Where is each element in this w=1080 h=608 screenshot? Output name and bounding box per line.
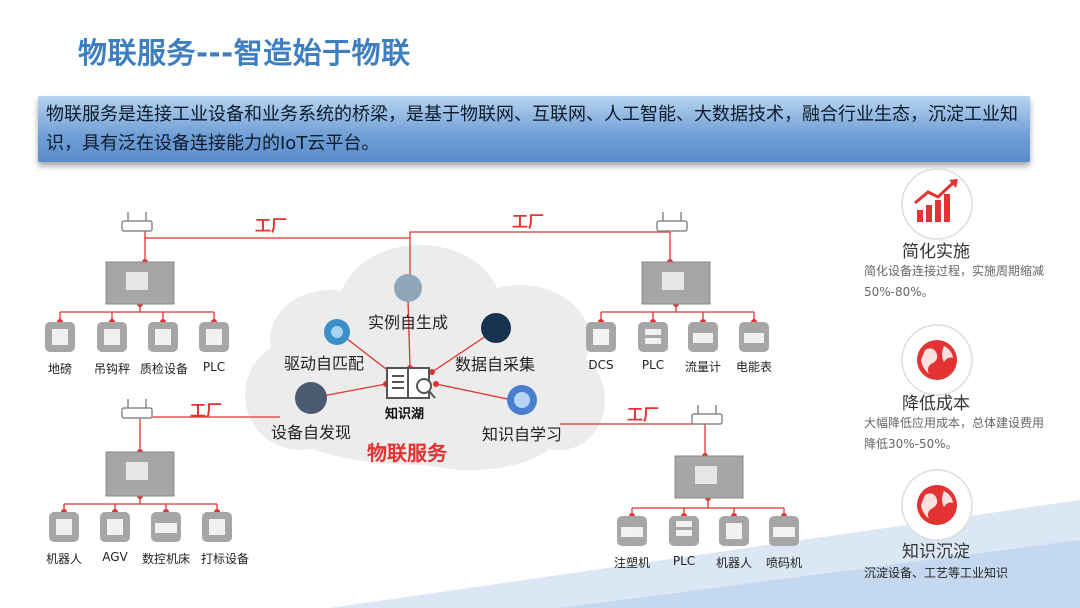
device-label: DCS	[588, 358, 614, 372]
factory-label: 工厂	[627, 405, 660, 424]
device-label: 喷码机	[765, 556, 802, 570]
factory-label: 工厂	[255, 216, 288, 235]
node-label-discover: 设备自发现	[271, 423, 352, 442]
node-photo-icon	[481, 313, 511, 343]
intro-banner: 物联服务是连接工业设备和业务系统的桥梁，是基于物联网、互联网、人工智能、大数据技…	[38, 96, 1030, 162]
cloud-node-icons	[295, 274, 537, 415]
node-photo-icon	[295, 382, 327, 414]
globe-icon	[917, 340, 957, 380]
device-label: 质检设备	[139, 362, 188, 376]
device-label: 地磅	[47, 362, 72, 376]
gateway-box	[674, 455, 744, 499]
feature-title: 知识沉淀	[902, 542, 970, 562]
connector-lines	[59, 230, 785, 516]
device-label: 打标设备	[200, 552, 249, 566]
gateway-box	[641, 261, 711, 305]
device-label: 数控机床	[141, 552, 190, 566]
device-label: 机器人	[715, 556, 752, 570]
hub-label: 知识湖	[385, 407, 425, 422]
growth-chart-icon	[914, 179, 958, 222]
page-title: 物联服务---智造始于物联	[78, 36, 411, 70]
node-label-learn: 知识自学习	[482, 425, 563, 444]
gateway-box	[105, 261, 175, 305]
node-label-data: 数据自采集	[455, 355, 536, 374]
device-label: 吊钩秤	[93, 362, 130, 376]
feature-title: 简化实施	[902, 242, 970, 262]
device-label: PLC	[202, 360, 226, 374]
feature-desc: 大幅降低应用成本，总体建设费用降低30%-50%。	[864, 416, 1045, 451]
feature-title: 降低成本	[902, 394, 970, 414]
router-icon	[691, 405, 723, 425]
router-icon	[656, 212, 688, 232]
node-photo-icon	[394, 274, 422, 302]
router-icon	[121, 399, 153, 419]
gateway-box	[105, 451, 175, 497]
device-label: AGV	[102, 550, 128, 564]
node-label-instance: 实例自生成	[368, 313, 449, 332]
feature-desc: 简化设备连接过程，实施周期缩减50%-80%。	[864, 264, 1045, 299]
cloud-title: 物联服务	[367, 441, 447, 465]
device-label: PLC	[641, 358, 665, 372]
intro-text: 物联服务是连接工业设备和业务系统的桥梁，是基于物联网、互联网、人工智能、大数据技…	[46, 104, 1018, 154]
factory-label: 工厂	[190, 401, 223, 420]
device-label: 流量计	[684, 360, 721, 374]
node-label-driver: 驱动自匹配	[284, 354, 365, 373]
router-icon	[121, 212, 153, 232]
globe-icon	[917, 485, 957, 525]
book-search-icon	[386, 367, 436, 399]
device-label: PLC	[672, 554, 696, 568]
factory-label: 工厂	[512, 212, 545, 231]
device-label: 注塑机	[613, 556, 650, 570]
device-label: 电能表	[735, 360, 772, 374]
device-label: 机器人	[45, 552, 82, 566]
feature-desc: 沉淀设备、工艺等工业知识	[864, 566, 1009, 580]
device-icon	[638, 322, 668, 352]
